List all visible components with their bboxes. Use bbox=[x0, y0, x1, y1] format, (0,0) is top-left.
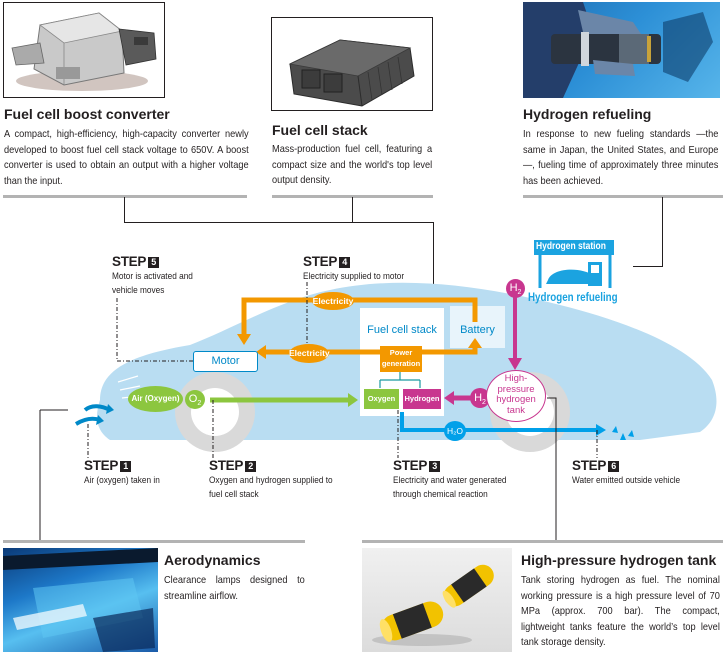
step5-leader bbox=[116, 298, 196, 362]
air-oxygen-badge: Air (Oxygen) bbox=[128, 386, 183, 412]
o2-badge: O2 bbox=[185, 390, 205, 409]
clearance-lamp-photo bbox=[3, 548, 158, 652]
fuel-cell-stack-rule bbox=[272, 195, 433, 198]
hydrogen-tanks-photo bbox=[362, 548, 512, 652]
fuel-cell-stack-photo bbox=[271, 17, 433, 111]
hydrogen-refueling-description: In response to new fueling standards —th… bbox=[523, 128, 719, 187]
boost-converter-description: A compact, high-efficiency, high-capacit… bbox=[4, 128, 249, 187]
boost-converter-photo bbox=[3, 2, 165, 98]
hydrogen-station-icon bbox=[534, 240, 614, 288]
h2-tank-badge: H2 bbox=[470, 388, 490, 408]
aerodynamics-description: Clearance lamps designed to streamline a… bbox=[164, 574, 305, 602]
fuel-cell-stack-title: Fuel cell stack bbox=[272, 122, 368, 138]
hydrogen-refueling-title: Hydrogen refueling bbox=[523, 106, 652, 122]
station-label: Hydrogen station bbox=[536, 241, 606, 252]
connector-line bbox=[124, 222, 434, 223]
power-generation-box: Power generation bbox=[380, 346, 422, 372]
electricity-badge-top: Electricity bbox=[312, 292, 354, 310]
hydrogen-tank-title: High-pressure hydrogen tank bbox=[521, 552, 717, 568]
boost-converter-title: Fuel cell boost converter bbox=[4, 106, 170, 122]
airflow-arrow-icon bbox=[83, 404, 111, 412]
h2-station-badge: H2 bbox=[506, 279, 525, 298]
connector-line bbox=[124, 197, 125, 223]
hydrogen-box: Hydrogen bbox=[403, 389, 441, 409]
refueling-nozzle-photo bbox=[523, 2, 720, 98]
hydrogen-tank-ellipse: High- pressure hydrogen tank bbox=[486, 370, 546, 422]
water-drops-icon bbox=[612, 426, 634, 440]
aerodynamics-title: Aerodynamics bbox=[164, 552, 261, 568]
oxygen-box: Oxygen bbox=[364, 389, 399, 409]
connector-line bbox=[662, 197, 663, 267]
hydrogen-tank-rule bbox=[362, 540, 723, 543]
fuel-cell-stack-label: Fuel cell stack bbox=[367, 324, 437, 336]
connector-line bbox=[352, 197, 353, 223]
boost-converter-rule bbox=[3, 195, 247, 198]
hydrogen-refueling-rule bbox=[523, 195, 723, 198]
battery-label: Battery bbox=[460, 324, 495, 336]
motor-box: Motor bbox=[193, 351, 258, 372]
connector-line bbox=[433, 222, 434, 308]
refueling-label: Hydrogen refueling bbox=[528, 292, 618, 304]
electricity-badge-mid: Electricity bbox=[289, 344, 330, 363]
hydrogen-tank-description: Tank storing hydrogen as fuel. The nomin… bbox=[521, 574, 720, 648]
fuel-cell-stack-description: Mass-production fuel cell, featuring a c… bbox=[272, 143, 433, 186]
aerodynamics-rule bbox=[3, 540, 305, 543]
h2o-badge: H₂O bbox=[444, 421, 466, 441]
connector-line bbox=[633, 266, 663, 267]
